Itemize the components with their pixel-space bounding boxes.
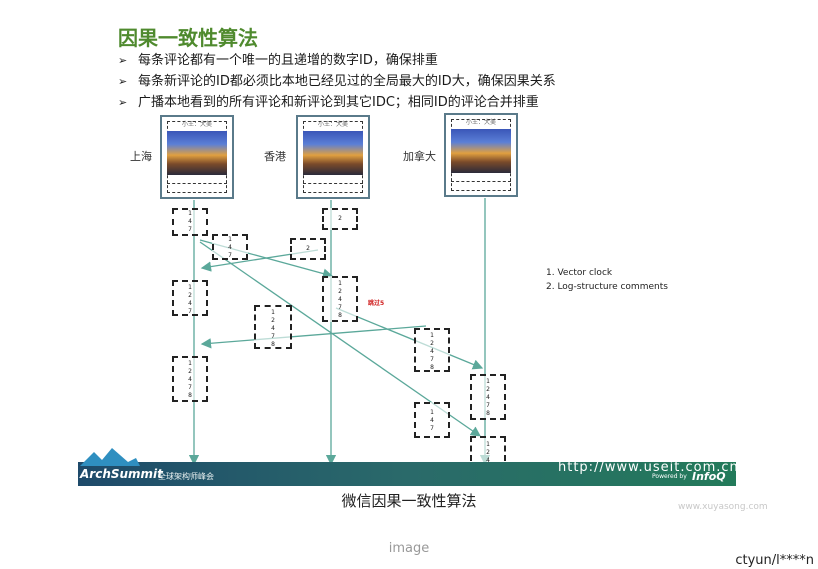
note-item: 2. Log-structure comments <box>546 282 668 292</box>
footer-banner <box>78 462 736 486</box>
mountain-photo <box>167 131 227 175</box>
city-label-hongkong: 香港 <box>264 150 286 163</box>
message-arrow <box>335 307 484 370</box>
archsummit-logo: ArchSummit <box>80 467 163 481</box>
slide-title: 因果一致性算法 <box>118 26 258 50</box>
image-label: image <box>388 541 430 556</box>
city-label-canada: 加拿大 <box>403 150 436 163</box>
bullet-item: ➢每条评论都有一个唯一的且递增的数字ID，确保排重 <box>118 50 556 71</box>
frame-caption: 小王：大美 <box>465 119 496 126</box>
infoq-logo: InfoQ <box>692 470 726 483</box>
note-item: 1. Vector clock <box>546 268 613 278</box>
powered-by: Powered by <box>652 473 687 480</box>
author-handle: ctyun/l****n <box>735 553 814 568</box>
mountain-photo <box>451 129 511 173</box>
mountain-photo <box>303 131 363 175</box>
footer-url: http://www.useit.com.cn <box>558 460 739 475</box>
mountain-logo-icon <box>80 448 140 466</box>
figure-caption: 微信因果一致性算法 <box>341 492 477 510</box>
skip-label: 跳过5 <box>368 300 385 307</box>
watermark: www.xuyasong.com <box>678 502 768 512</box>
vector-box-hongkong-1b: 2 <box>290 238 326 260</box>
bullet-list: ➢每条评论都有一个唯一的且递增的数字ID，确保排重 ➢每条新评论的ID都必须比本… <box>118 50 556 113</box>
bullet-item: ➢每条新评论的ID都必须比本地已经见过的全局最大的ID大，确保因果关系 <box>118 71 556 92</box>
comment-frame-canada: 小王：大美 <box>444 113 518 197</box>
frame-caption: 小王：大美 <box>181 121 212 128</box>
city-label-shanghai: 上海 <box>130 150 152 163</box>
bullet-arrow-icon: ➢ <box>118 75 128 88</box>
comment-frame-hongkong: 小王：大美 <box>296 115 370 199</box>
bullet-arrow-icon: ➢ <box>118 54 128 67</box>
notes-list: 1. Vector clock 2. Log-structure comment… <box>546 266 668 294</box>
logo-subtitle: 全球架构师峰会 <box>158 472 214 481</box>
bullet-item: ➢广播本地看到的所有评论和新评论到其它IDC；相同ID的评论合并排重 <box>118 92 556 113</box>
vector-box-hongkong-1: 2 <box>322 208 358 230</box>
bullet-arrow-icon: ➢ <box>118 96 128 109</box>
frame-caption: 小王：大美 <box>317 121 348 128</box>
comment-frame-shanghai: 小王：大美 <box>160 115 234 199</box>
message-arrow <box>200 325 427 349</box>
